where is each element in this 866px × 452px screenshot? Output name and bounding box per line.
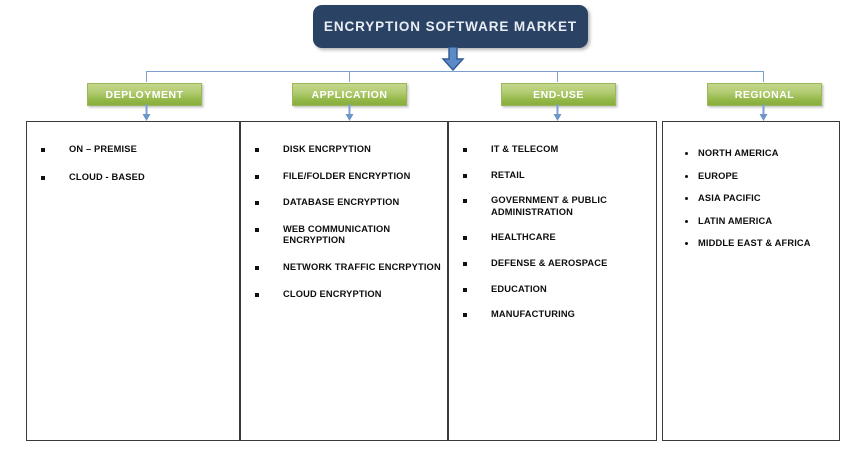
- list-item: HEALTHCARE: [463, 232, 650, 244]
- list-item: DISK ENCRPYTION: [255, 144, 441, 156]
- list-item: RETAIL: [463, 170, 650, 182]
- list-item: DATABASE ENCRYPTION: [255, 197, 441, 209]
- bullet-square-icon: [255, 227, 259, 232]
- list-item-label: NORTH AMERICA: [698, 148, 779, 158]
- list-item-label: CLOUD - BASED: [69, 171, 145, 182]
- list-item-label: EUROPE: [698, 170, 739, 181]
- bus-drop-application: [349, 71, 350, 82]
- connector-arrow-deployment-icon: [141, 104, 152, 122]
- list-box-enduse: IT & TELECOM RETAIL GOVERNMENT & PUBLIC …: [448, 121, 657, 441]
- list-item: FILE/FOLDER ENCRYPTION: [255, 171, 441, 183]
- category-header-enduse[interactable]: END-USE: [501, 83, 616, 106]
- list-item: EDUCATION: [463, 284, 650, 296]
- category-header-deployment-label: DEPLOYMENT: [105, 88, 184, 101]
- category-header-enduse-label: END-USE: [533, 88, 584, 101]
- list-item: CLOUD ENCRYPTION: [255, 289, 441, 301]
- bullet-round-icon: [685, 152, 688, 155]
- list-item-label: DISK ENCRPYTION: [283, 144, 371, 154]
- list-item: IT & TELECOM: [463, 144, 650, 156]
- list-box-regional: NORTH AMERICA EUROPE ASIA PACIFIC LATIN …: [662, 121, 840, 441]
- bullet-round-icon: [685, 219, 688, 223]
- bullet-square-icon: [255, 148, 259, 152]
- bullet-square-icon: [463, 148, 467, 152]
- list-item: EUROPE: [685, 171, 833, 183]
- list-item: NORTH AMERICA: [685, 148, 833, 160]
- list-item-label: ASIA PACIFIC: [698, 193, 761, 204]
- bus-drop-deployment: [146, 71, 147, 82]
- list-item-label: EDUCATION: [491, 283, 547, 294]
- bullet-round-icon: [685, 242, 688, 246]
- category-header-regional-label: REGIONAL: [734, 88, 795, 101]
- bullet-round-icon: [685, 197, 688, 201]
- list-item: MANUFACTURING: [463, 309, 650, 321]
- list-box-application: DISK ENCRPYTION FILE/FOLDER ENCRYPTION D…: [240, 121, 448, 441]
- list-item: ASIA PACIFIC: [685, 193, 833, 205]
- category-header-deployment[interactable]: DEPLOYMENT: [87, 83, 202, 106]
- list-item-label: NETWORK TRAFFIC ENCRPYTION: [283, 262, 441, 273]
- category-header-application[interactable]: APPLICATION: [292, 83, 407, 106]
- bullet-square-icon: [255, 174, 259, 179]
- connector-arrow-enduse-icon: [552, 104, 563, 122]
- list-item-label: HEALTHCARE: [491, 232, 556, 243]
- list-item-label: CLOUD ENCRYPTION: [283, 288, 382, 299]
- list-box-deployment: ON – PREMISE CLOUD - BASED: [26, 121, 240, 441]
- bus-drop-enduse: [557, 71, 558, 82]
- main-down-arrow-icon: [441, 46, 465, 72]
- list-item-label: DEFENSE & AEROSPACE: [491, 258, 608, 269]
- bullet-square-icon: [463, 313, 467, 318]
- list-item: WEB COMMUNICATION ENCRYPTION: [255, 224, 441, 247]
- bullet-square-icon: [463, 287, 467, 292]
- category-header-application-label: APPLICATION: [311, 88, 388, 101]
- list-item: ON – PREMISE: [41, 144, 233, 156]
- category-header-regional[interactable]: REGIONAL: [707, 83, 822, 106]
- list-item: NETWORK TRAFFIC ENCRPYTION: [255, 262, 441, 274]
- list-item-label: FILE/FOLDER ENCRYPTION: [283, 170, 411, 181]
- bullet-square-icon: [41, 148, 45, 152]
- list-item-label: WEB COMMUNICATION ENCRYPTION: [283, 223, 391, 246]
- bullet-square-icon: [255, 201, 259, 206]
- list-item-label: ON – PREMISE: [69, 144, 137, 154]
- bullet-square-icon: [463, 262, 467, 267]
- bullet-square-icon: [41, 175, 45, 180]
- list-item: LATIN AMERICA: [685, 216, 833, 228]
- bullet-square-icon: [255, 266, 259, 271]
- list-item-label: RETAIL: [491, 169, 525, 180]
- distribution-bus-line: [146, 71, 764, 72]
- list-item-label: MANUFACTURING: [491, 309, 576, 320]
- list-item-label: DATABASE ENCRYPTION: [283, 197, 400, 208]
- list-item: GOVERNMENT & PUBLIC ADMINISTRATION: [463, 195, 650, 218]
- bullet-square-icon: [463, 199, 467, 204]
- list-item: CLOUD - BASED: [41, 172, 233, 184]
- list-item: MIDDLE EAST & AFRICA: [685, 238, 833, 250]
- list-item-label: GOVERNMENT & PUBLIC ADMINISTRATION: [491, 195, 607, 217]
- bullet-square-icon: [463, 236, 467, 241]
- list-item-label: LATIN AMERICA: [698, 215, 773, 226]
- connector-arrow-application-icon: [344, 104, 355, 122]
- list-item-label: MIDDLE EAST & AFRICA: [698, 238, 811, 249]
- list-item: DEFENSE & AEROSPACE: [463, 258, 650, 270]
- bus-drop-regional: [763, 71, 764, 82]
- bullet-round-icon: [685, 174, 688, 178]
- connector-arrow-regional-icon: [758, 104, 769, 122]
- bullet-square-icon: [463, 173, 467, 178]
- list-item-label: IT & TELECOM: [491, 144, 559, 154]
- root-node-label: ENCRYPTION SOFTWARE MARKET: [323, 19, 578, 34]
- bullet-square-icon: [255, 292, 259, 297]
- root-node: ENCRYPTION SOFTWARE MARKET: [313, 5, 588, 48]
